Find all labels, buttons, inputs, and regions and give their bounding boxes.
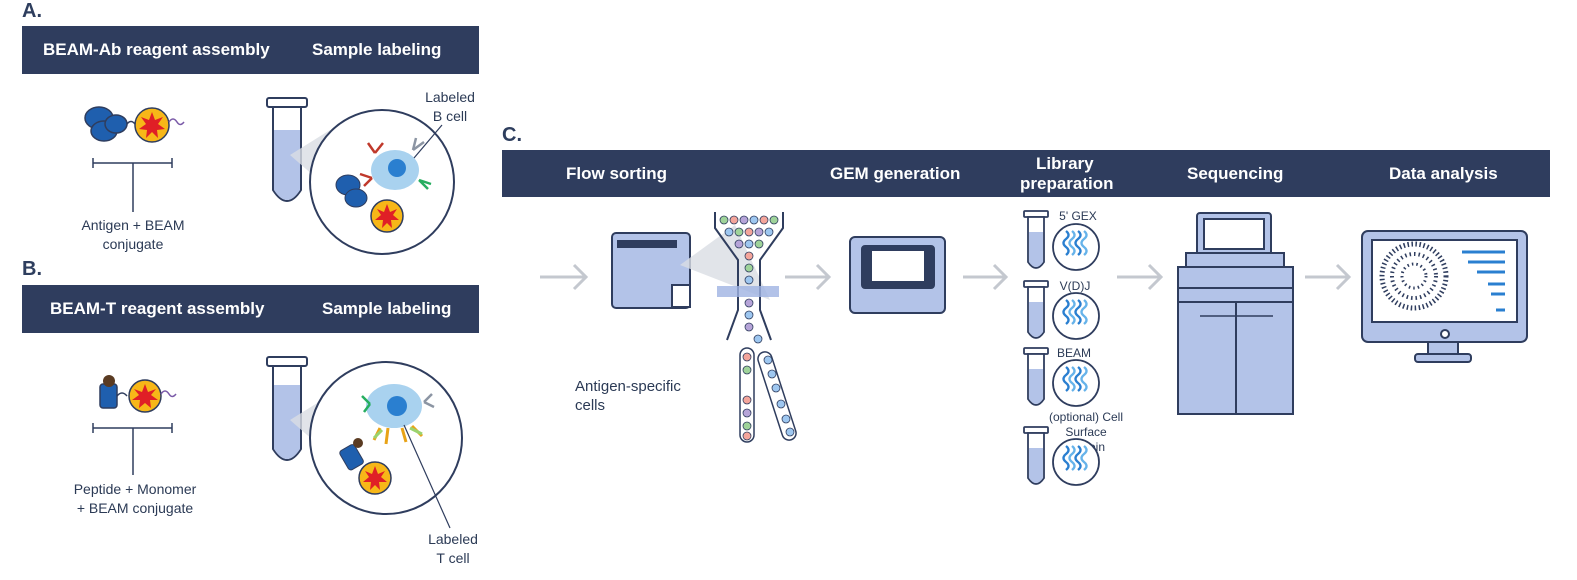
flow-sorter-icon: [611, 232, 691, 309]
library-5-gex-label: 5' GEX: [1059, 209, 1097, 223]
step-sample-labeling-a: Sample labeling: [312, 40, 442, 59]
panel-a-letter: A.: [22, 0, 42, 22]
step-sample-labeling-b: Sample labeling: [322, 299, 452, 318]
step-library: Library: [1036, 154, 1094, 173]
step-beam-ab-assembly: BEAM-Ab reagent assembly: [43, 40, 270, 59]
step-sequencing: Sequencing: [1187, 164, 1284, 183]
beam-bead-icon-b: [128, 379, 162, 413]
flow-arrows: [540, 263, 1352, 291]
labeled-t-cell-label: Labeled T cell: [428, 531, 478, 566]
labeled-b-cell-label: Labeled B cell: [425, 89, 475, 124]
antigen-beam-label: Antigen + BEAM conjugate: [81, 217, 185, 252]
antigen-icon: [84, 106, 128, 142]
step-flow-sorting: Flow sorting: [566, 164, 668, 183]
umap-plot-icon: [1379, 241, 1449, 311]
library-vdj-label: V(D)J: [1059, 279, 1091, 293]
gem-instrument-icon: [849, 236, 946, 314]
sequencer-icon: [1177, 212, 1294, 415]
beam-bead-icon: [134, 107, 170, 143]
panel-b-letter: B.: [22, 258, 42, 280]
labeled-t-cell-circle: [309, 361, 463, 529]
antigen-specific-cells-label: Antigen-specific cells: [575, 378, 681, 414]
step-gem-generation: GEM generation: [830, 164, 961, 183]
panel-c-header-bar: Flow sorting GEM generation Library prep…: [502, 150, 1550, 197]
panel-a-header-bar: BEAM-Ab reagent assembly Sample labeling: [22, 26, 479, 74]
step-data-analysis: Data analysis: [1389, 164, 1498, 183]
conjugate-bracket: [92, 158, 173, 212]
library-beam-label: BEAM: [1056, 346, 1091, 360]
library-tubes: [1023, 210, 1100, 486]
sort-funnel: [714, 212, 797, 443]
step-beam-t-assembly: BEAM-T reagent assembly: [50, 299, 265, 318]
sample-tube-icon-b: [266, 356, 308, 461]
peptide-monomer-label: Peptide + Monomer + BEAM conjugate: [73, 481, 197, 516]
conjugate-bracket-b: [92, 423, 173, 475]
labeled-b-cell-circle: [309, 109, 455, 255]
bar-list-icon: [1462, 250, 1505, 312]
monomer-icon: [99, 375, 118, 409]
panel-b-header-bar: BEAM-T reagent assembly Sample labeling: [22, 285, 479, 333]
step-preparation: preparation: [1020, 174, 1114, 193]
sample-tube-icon-a: [266, 97, 308, 202]
panel-c-letter: C.: [502, 124, 522, 146]
